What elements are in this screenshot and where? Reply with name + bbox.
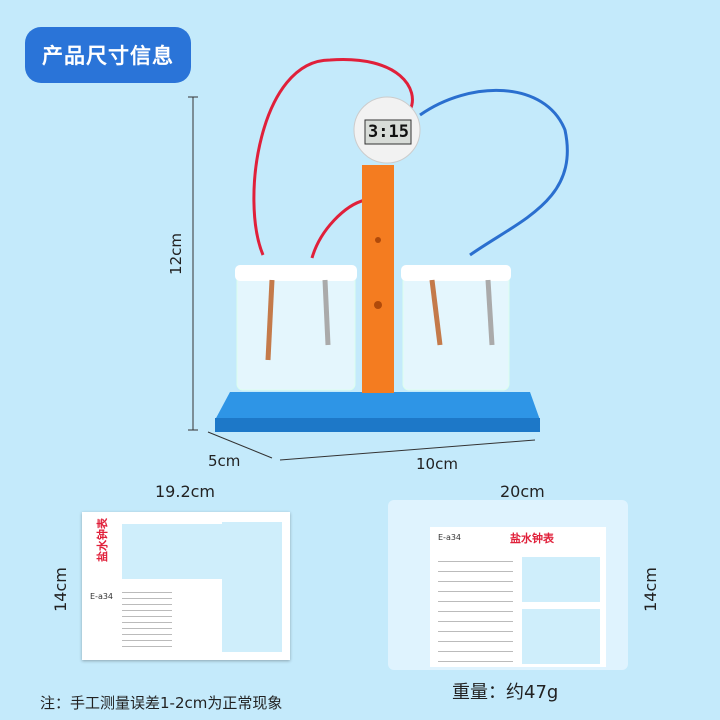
bag-width-label: 20cm [500, 482, 545, 501]
width-label: 10cm [416, 455, 458, 473]
product-illustration [188, 58, 569, 461]
depth-label: 5cm [208, 452, 241, 470]
weight-label: 重量：约47g [452, 682, 559, 703]
base-platform [215, 392, 540, 420]
instruction-card: 盐水钟表 E-a34 [82, 512, 290, 660]
blue-wire [419, 88, 569, 257]
bag-height-label: 14cm [640, 567, 660, 612]
card-height-label: 14cm [50, 567, 70, 612]
clock-display: 3:15 [368, 122, 409, 142]
page-title: 产品尺寸信息 [25, 27, 191, 83]
bag-instruction-card: E-a34 盐水钟表 [430, 527, 606, 667]
bag-card-title: 盐水钟表 [510, 532, 554, 545]
measurement-note: 注：手工测量误差1-2cm为正常现象 [40, 694, 283, 712]
bag-card-code: E-a34 [438, 533, 462, 542]
orange-pole [362, 165, 394, 393]
red-wire [252, 58, 414, 256]
card-code: E-a34 [90, 592, 114, 601]
red-wire-short [310, 198, 366, 259]
left-cup [236, 271, 356, 391]
height-label: 12cm [166, 233, 185, 275]
card-title: 盐水钟表 [96, 518, 109, 562]
card-width-label: 19.2cm [155, 482, 216, 501]
dimension-lines [188, 96, 536, 461]
